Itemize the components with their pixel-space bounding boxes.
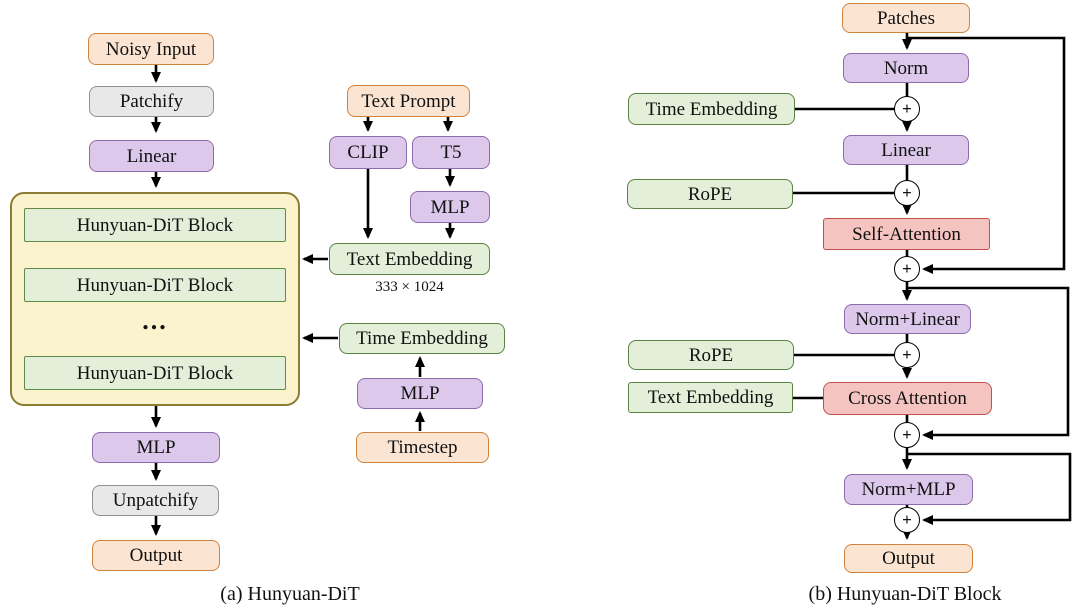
add-node-2: + xyxy=(894,180,920,206)
add-node-1: + xyxy=(894,96,920,122)
node-mlp-time: MLP xyxy=(357,378,483,409)
node-mlp-out: MLP xyxy=(92,432,220,463)
node-patchify: Patchify xyxy=(89,86,214,117)
node-linear-b: Linear xyxy=(843,135,969,165)
node-text-embedding-a: Text Embedding xyxy=(329,243,490,275)
text-embedding-dims: 333 × 1024 xyxy=(375,279,444,295)
node-patches: Patches xyxy=(842,3,970,33)
add-node-4: + xyxy=(894,342,920,368)
node-linear: Linear xyxy=(89,140,214,172)
node-mlp-text: MLP xyxy=(410,191,490,223)
node-norm-mlp: Norm+MLP xyxy=(844,474,973,505)
node-noisy-input: Noisy Input xyxy=(88,33,214,65)
add-node-5: + xyxy=(894,422,920,448)
node-output-a: Output xyxy=(92,540,220,571)
node-timestep: Timestep xyxy=(356,432,489,463)
skip-plus3-to-plus5 xyxy=(907,286,1070,440)
caption-panel-b: (b) Hunyuan-DiT Block xyxy=(808,583,1002,605)
node-text-prompt: Text Prompt xyxy=(347,85,470,117)
add-node-6: + xyxy=(894,507,920,533)
node-time-embedding-b: Time Embedding xyxy=(628,93,795,125)
node-hunyuan-dit-block-2: Hunyuan-DiT Block xyxy=(24,268,286,302)
skip-plus5-to-plus6 xyxy=(907,452,1072,525)
node-time-embedding-a: Time Embedding xyxy=(339,323,505,354)
node-self-attention: Self-Attention xyxy=(823,218,990,250)
node-clip: CLIP xyxy=(329,136,407,169)
caption-panel-a: (a) Hunyuan-DiT xyxy=(220,583,360,605)
node-text-embedding-b: Text Embedding xyxy=(628,382,793,413)
node-norm-linear: Norm+Linear xyxy=(844,304,971,334)
ellipsis: ... xyxy=(142,306,168,335)
node-cross-attention: Cross Attention xyxy=(823,382,992,415)
add-node-3: + xyxy=(894,256,920,282)
node-t5: T5 xyxy=(412,136,490,169)
node-hunyuan-dit-block-1: Hunyuan-DiT Block xyxy=(24,208,286,242)
node-output-b: Output xyxy=(844,544,973,573)
node-rope-2: RoPE xyxy=(628,340,794,370)
node-norm: Norm xyxy=(843,53,969,83)
node-hunyuan-dit-block-3: Hunyuan-DiT Block xyxy=(24,356,286,390)
skip-patches-to-plus3 xyxy=(907,36,1066,274)
node-unpatchify: Unpatchify xyxy=(92,485,219,516)
node-rope-1: RoPE xyxy=(627,179,793,209)
